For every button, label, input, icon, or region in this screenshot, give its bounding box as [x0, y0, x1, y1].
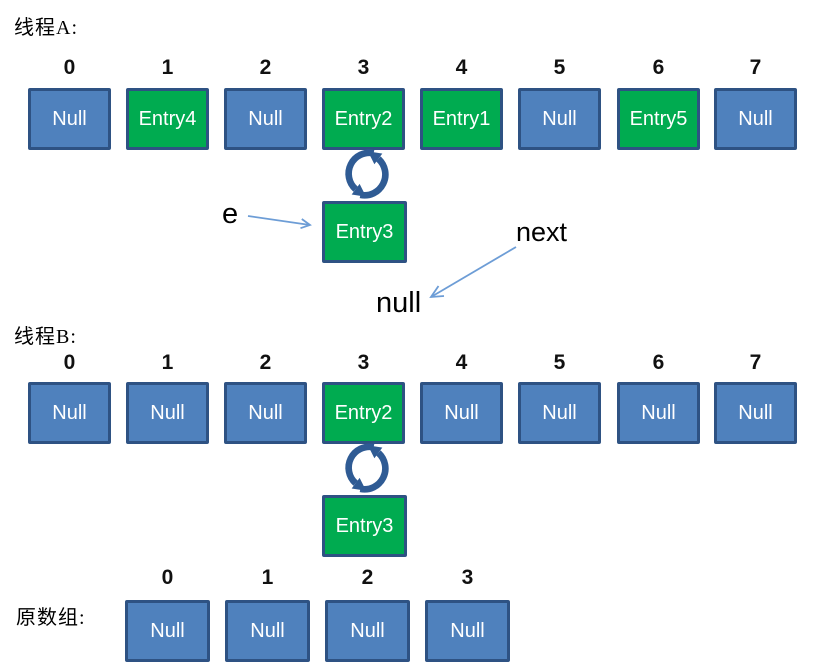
- index-label: 4: [455, 56, 468, 79]
- e-pointer-label: e: [222, 198, 239, 230]
- array-cell: Null: [126, 382, 209, 444]
- array-cell: Null: [325, 600, 410, 662]
- index-label: 2: [259, 56, 272, 79]
- loop-arrows-icon: [331, 441, 403, 497]
- index-label: 1: [161, 351, 174, 374]
- linked-entry-cell: Entry3: [322, 495, 407, 557]
- index-label: 0: [161, 566, 174, 589]
- array-cell: Entry5: [617, 88, 700, 150]
- index-label: 4: [455, 351, 468, 374]
- linked-entry-cell: Entry3: [322, 201, 407, 263]
- index-label: 2: [361, 566, 374, 589]
- index-label: 7: [749, 351, 762, 374]
- array-cell: Null: [617, 382, 700, 444]
- index-label: 7: [749, 56, 762, 79]
- index-label: 3: [461, 566, 474, 589]
- index-label: 1: [161, 56, 174, 79]
- index-label: 0: [63, 351, 76, 374]
- array-cell: Null: [28, 382, 111, 444]
- index-label: 6: [652, 56, 665, 79]
- array-cell: Entry2: [322, 382, 405, 444]
- index-label: 6: [652, 351, 665, 374]
- array-cell: Null: [714, 88, 797, 150]
- array-cell: Entry1: [420, 88, 503, 150]
- array-cell: Null: [714, 382, 797, 444]
- loop-arrows-icon: [331, 147, 403, 203]
- array-cell: Null: [518, 382, 601, 444]
- array-cell: Null: [225, 600, 310, 662]
- array-cell: Null: [224, 382, 307, 444]
- null-value-label: null: [376, 287, 422, 319]
- index-label: 2: [259, 351, 272, 374]
- array-cell: Null: [425, 600, 510, 662]
- index-label: 5: [553, 56, 566, 79]
- thread-a-title: 线程A:: [14, 17, 78, 39]
- e-arrow-icon: [245, 208, 319, 239]
- array-cell: Null: [224, 88, 307, 150]
- array-cell: Entry2: [322, 88, 405, 150]
- next-arrow-icon: [424, 243, 520, 310]
- array-cell: Entry4: [126, 88, 209, 150]
- index-label: 0: [63, 56, 76, 79]
- array-cell: Null: [125, 600, 210, 662]
- original-array-title: 原数组:: [16, 607, 86, 629]
- next-pointer-label: next: [516, 217, 568, 247]
- thread-b-title: 线程B:: [14, 326, 77, 348]
- array-cell: Null: [518, 88, 601, 150]
- array-cell: Null: [420, 382, 503, 444]
- array-cell: Null: [28, 88, 111, 150]
- index-label: 3: [357, 56, 370, 79]
- index-label: 5: [553, 351, 566, 374]
- index-label: 3: [357, 351, 370, 374]
- index-label: 1: [261, 566, 274, 589]
